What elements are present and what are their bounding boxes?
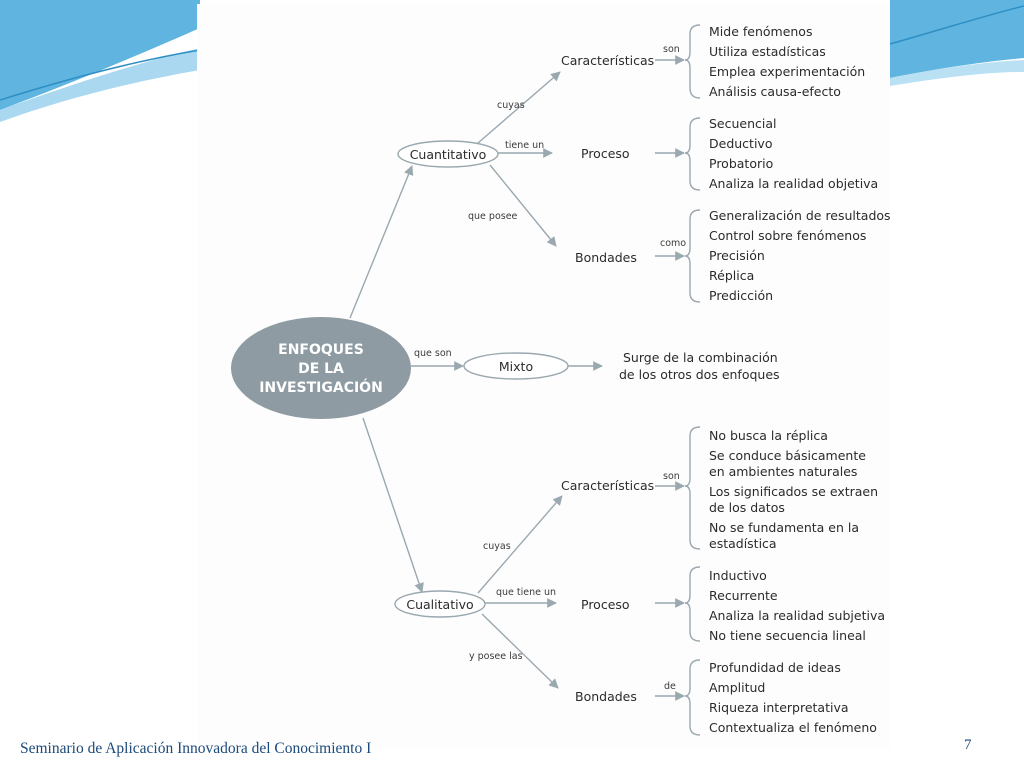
list-item: Deductivo [709, 136, 772, 151]
list-item: No tiene secuencia lineal [709, 628, 866, 643]
page-number: 7 [964, 737, 972, 753]
top-left-wave-light [0, 48, 200, 122]
link-label-cuyas-2: cuyas [483, 541, 511, 552]
link-label-y-posee-las: y posee las [469, 651, 523, 662]
list-item: Secuencial [709, 116, 777, 131]
wave-line [889, 5, 1024, 45]
top-right-wave-light [890, 60, 1024, 86]
brace-cuanti-caracteristicas [684, 24, 701, 99]
arrow-cuanti-caracteristicas [477, 71, 561, 144]
cuanti-caracteristicas-label: Características [561, 53, 654, 68]
mixto-description-line-1: Surge de la combinación [623, 350, 778, 365]
list-item: de los datos [709, 500, 785, 515]
footer-title: Seminario de Aplicación Innovadora del C… [20, 740, 372, 757]
brace-cuanti-bondades [684, 209, 701, 303]
list-item: Contextualiza el fenómeno [709, 720, 877, 735]
cuanti-bondades-label: Bondades [575, 250, 637, 265]
node-cuantitativo [397, 140, 499, 168]
brace-cuali-caracteristicas [684, 426, 701, 550]
node-cualitativo [394, 590, 486, 618]
list-item: Mide fenómenos [709, 24, 812, 39]
link-label-que-posee: que posee [468, 211, 518, 222]
center-node [231, 317, 411, 419]
brace-cuanti-proceso [684, 117, 701, 191]
connector-son-1: son [663, 44, 680, 55]
list-item: Analiza la realidad subjetiva [709, 608, 885, 623]
list-item: Recurrente [709, 588, 778, 603]
list-item: Precisión [709, 248, 765, 263]
arrow-center-cualitativo [362, 417, 424, 593]
list-item: Profundidad de ideas [709, 660, 841, 675]
list-item: Analiza la realidad objetiva [709, 176, 878, 191]
center-node-label-1: ENFOQUES [278, 342, 364, 358]
list-item: Control sobre fenómenos [709, 228, 866, 243]
mixto-description-line-2: de los otros dos enfoques [619, 367, 780, 382]
list-item: Riqueza interpretativa [709, 700, 849, 715]
list-item: Generalización de resultados [709, 208, 891, 223]
center-node-label-2: DE LA [298, 361, 344, 377]
cuali-proceso-label: Proceso [581, 597, 630, 612]
list-item: Probatorio [709, 156, 773, 171]
top-right-wave [890, 0, 1024, 78]
list-item: Emplea experimentación [709, 64, 865, 79]
list-item: Predicción [709, 288, 773, 303]
link-label-tiene-un: tiene un [505, 140, 544, 151]
link-label-cuyas-1: cuyas [497, 100, 525, 111]
arrow-cuali-caracteristicas [477, 495, 563, 594]
node-mixto-label: Mixto [499, 359, 533, 374]
center-node-label-3: INVESTIGACIÓN [259, 378, 383, 396]
list-item: No busca la réplica [709, 428, 828, 443]
arrow-cuali-bondades [481, 613, 559, 689]
arrow-center-cuantitativo [349, 165, 414, 319]
wave-line [0, 49, 201, 101]
cuali-bondades-label: Bondades [575, 689, 637, 704]
list-item: Los significados se extraen [709, 484, 878, 499]
list-item: Se conduce básicamente [709, 448, 866, 463]
top-left-wave [0, 0, 200, 110]
connector-como: como [660, 238, 686, 249]
cuanti-proceso-label: Proceso [581, 146, 630, 161]
link-label-que-son: que son [414, 348, 452, 359]
arrow-cuanti-bondades [489, 164, 557, 247]
cuali-caracteristicas-label: Características [561, 478, 654, 493]
list-item: en ambientes naturales [709, 464, 857, 479]
connector-son-2: son [663, 471, 680, 482]
brace-cuali-proceso [684, 566, 701, 642]
list-item: Réplica [709, 268, 754, 283]
list-item: Análisis causa-efecto [709, 84, 841, 99]
link-label-que-tiene-un: que tiene un [496, 587, 556, 598]
connector-de: de [664, 681, 676, 692]
list-item: estadística [709, 536, 777, 551]
list-item: Inductivo [709, 568, 767, 583]
node-cualitativo-label: Cualitativo [406, 597, 473, 612]
node-cuantitativo-label: Cuantitativo [410, 147, 487, 162]
list-item: Utiliza estadísticas [709, 44, 826, 59]
brace-cuali-bondades [684, 659, 701, 736]
list-item: No se fundamenta en la [709, 520, 859, 535]
list-item: Amplitud [709, 680, 765, 695]
